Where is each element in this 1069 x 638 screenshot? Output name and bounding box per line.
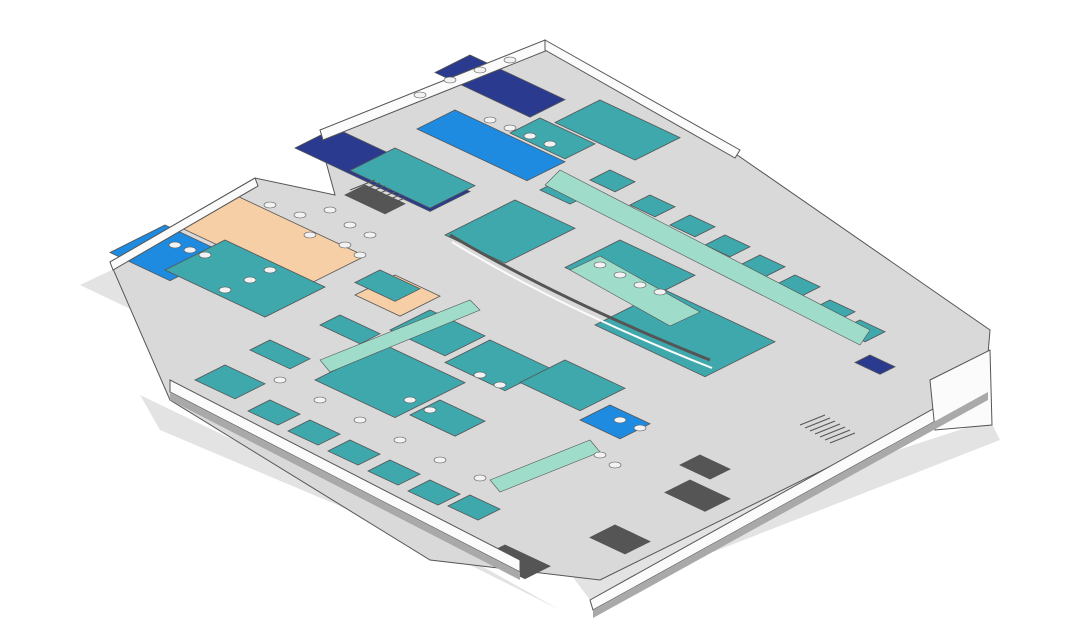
furniture-item: [613, 416, 627, 424]
furniture-item: [403, 396, 417, 404]
furniture-item: [543, 140, 557, 148]
furniture-item: [393, 436, 407, 444]
furniture-item: [323, 206, 337, 214]
furniture-item: [473, 66, 487, 74]
stair-step: [814, 423, 841, 435]
lab-room: [589, 169, 636, 193]
ward-room: [447, 494, 501, 521]
furniture-item: [183, 246, 197, 254]
furniture-item: [608, 461, 622, 469]
stair-step: [824, 429, 851, 441]
furniture-item: [198, 251, 212, 259]
ward-room: [249, 339, 311, 370]
furniture-item: [503, 124, 517, 132]
conference-room: [416, 109, 566, 182]
lab-room: [354, 269, 421, 302]
furniture-item: [633, 281, 647, 289]
service-room: [664, 479, 731, 512]
furniture-item: [413, 91, 427, 99]
corridor: [319, 299, 481, 373]
stair-step: [374, 194, 401, 206]
service-room: [589, 524, 651, 555]
lab-room: [509, 117, 596, 160]
furniture-item: [338, 241, 352, 249]
lab-room: [554, 99, 681, 161]
stair-step: [354, 182, 381, 194]
furniture-item: [363, 231, 377, 239]
service-room: [679, 454, 731, 480]
ward-room: [194, 364, 266, 400]
stair-step: [379, 197, 406, 209]
furniture-item: [343, 221, 357, 229]
lab-room: [444, 339, 551, 392]
exterior-wall: [109, 177, 259, 271]
stair-step: [369, 191, 396, 203]
stair-step: [799, 414, 826, 426]
ward-room: [327, 439, 381, 466]
curved-wall-top: [451, 241, 713, 369]
ward-room: [247, 399, 301, 426]
stair-step: [364, 188, 391, 200]
furniture-item: [473, 371, 487, 379]
lab-room: [389, 309, 486, 357]
corridor: [544, 169, 871, 346]
wall-face: [593, 392, 988, 618]
lab-room: [629, 194, 676, 218]
furniture-item: [653, 288, 667, 296]
lab-room: [519, 359, 626, 412]
walls-layer: [109, 39, 993, 618]
furniture-item: [263, 201, 277, 209]
service-room: [344, 184, 406, 215]
stair-step: [349, 179, 376, 191]
ward-room: [287, 419, 341, 446]
furniture-item: [633, 424, 647, 432]
lab-room: [669, 214, 716, 238]
furniture-item: [263, 266, 277, 274]
furniture-item: [443, 76, 457, 84]
furniture-item: [613, 271, 627, 279]
furniture-item: [353, 416, 367, 424]
furniture-item: [473, 474, 487, 482]
curved-wall: [449, 233, 711, 362]
furniture-item: [423, 406, 437, 414]
lab-room: [704, 234, 751, 258]
exterior-wall: [929, 349, 993, 431]
furniture-item: [593, 261, 607, 269]
furniture-item: [168, 241, 182, 249]
furniture-item: [493, 381, 507, 389]
ward-room: [407, 479, 461, 506]
lab-room: [594, 289, 776, 378]
furniture-item: [218, 286, 232, 294]
furniture-item: [243, 276, 257, 284]
exterior-wall: [544, 39, 741, 159]
ward-room: [367, 459, 421, 486]
stair-step: [809, 420, 836, 432]
office-area: [854, 354, 896, 375]
furniture-item: [313, 396, 327, 404]
stair-step: [359, 185, 386, 197]
corridor: [569, 255, 701, 327]
furniture-item: [483, 116, 497, 124]
stair-step: [804, 417, 831, 429]
wall-face: [170, 392, 520, 580]
lab-room: [444, 199, 576, 264]
furniture-item: [353, 251, 367, 259]
lab-room: [349, 147, 476, 209]
furniture-item: [303, 231, 317, 239]
furniture-item: [503, 56, 517, 64]
furniture-item: [523, 132, 537, 140]
furniture-item: [273, 376, 287, 384]
furniture-item: [293, 211, 307, 219]
furniture-item: [593, 451, 607, 459]
stair-step: [819, 426, 846, 438]
furniture-item: [433, 456, 447, 464]
furniture-layer: [168, 56, 667, 482]
stair-step: [829, 432, 856, 444]
